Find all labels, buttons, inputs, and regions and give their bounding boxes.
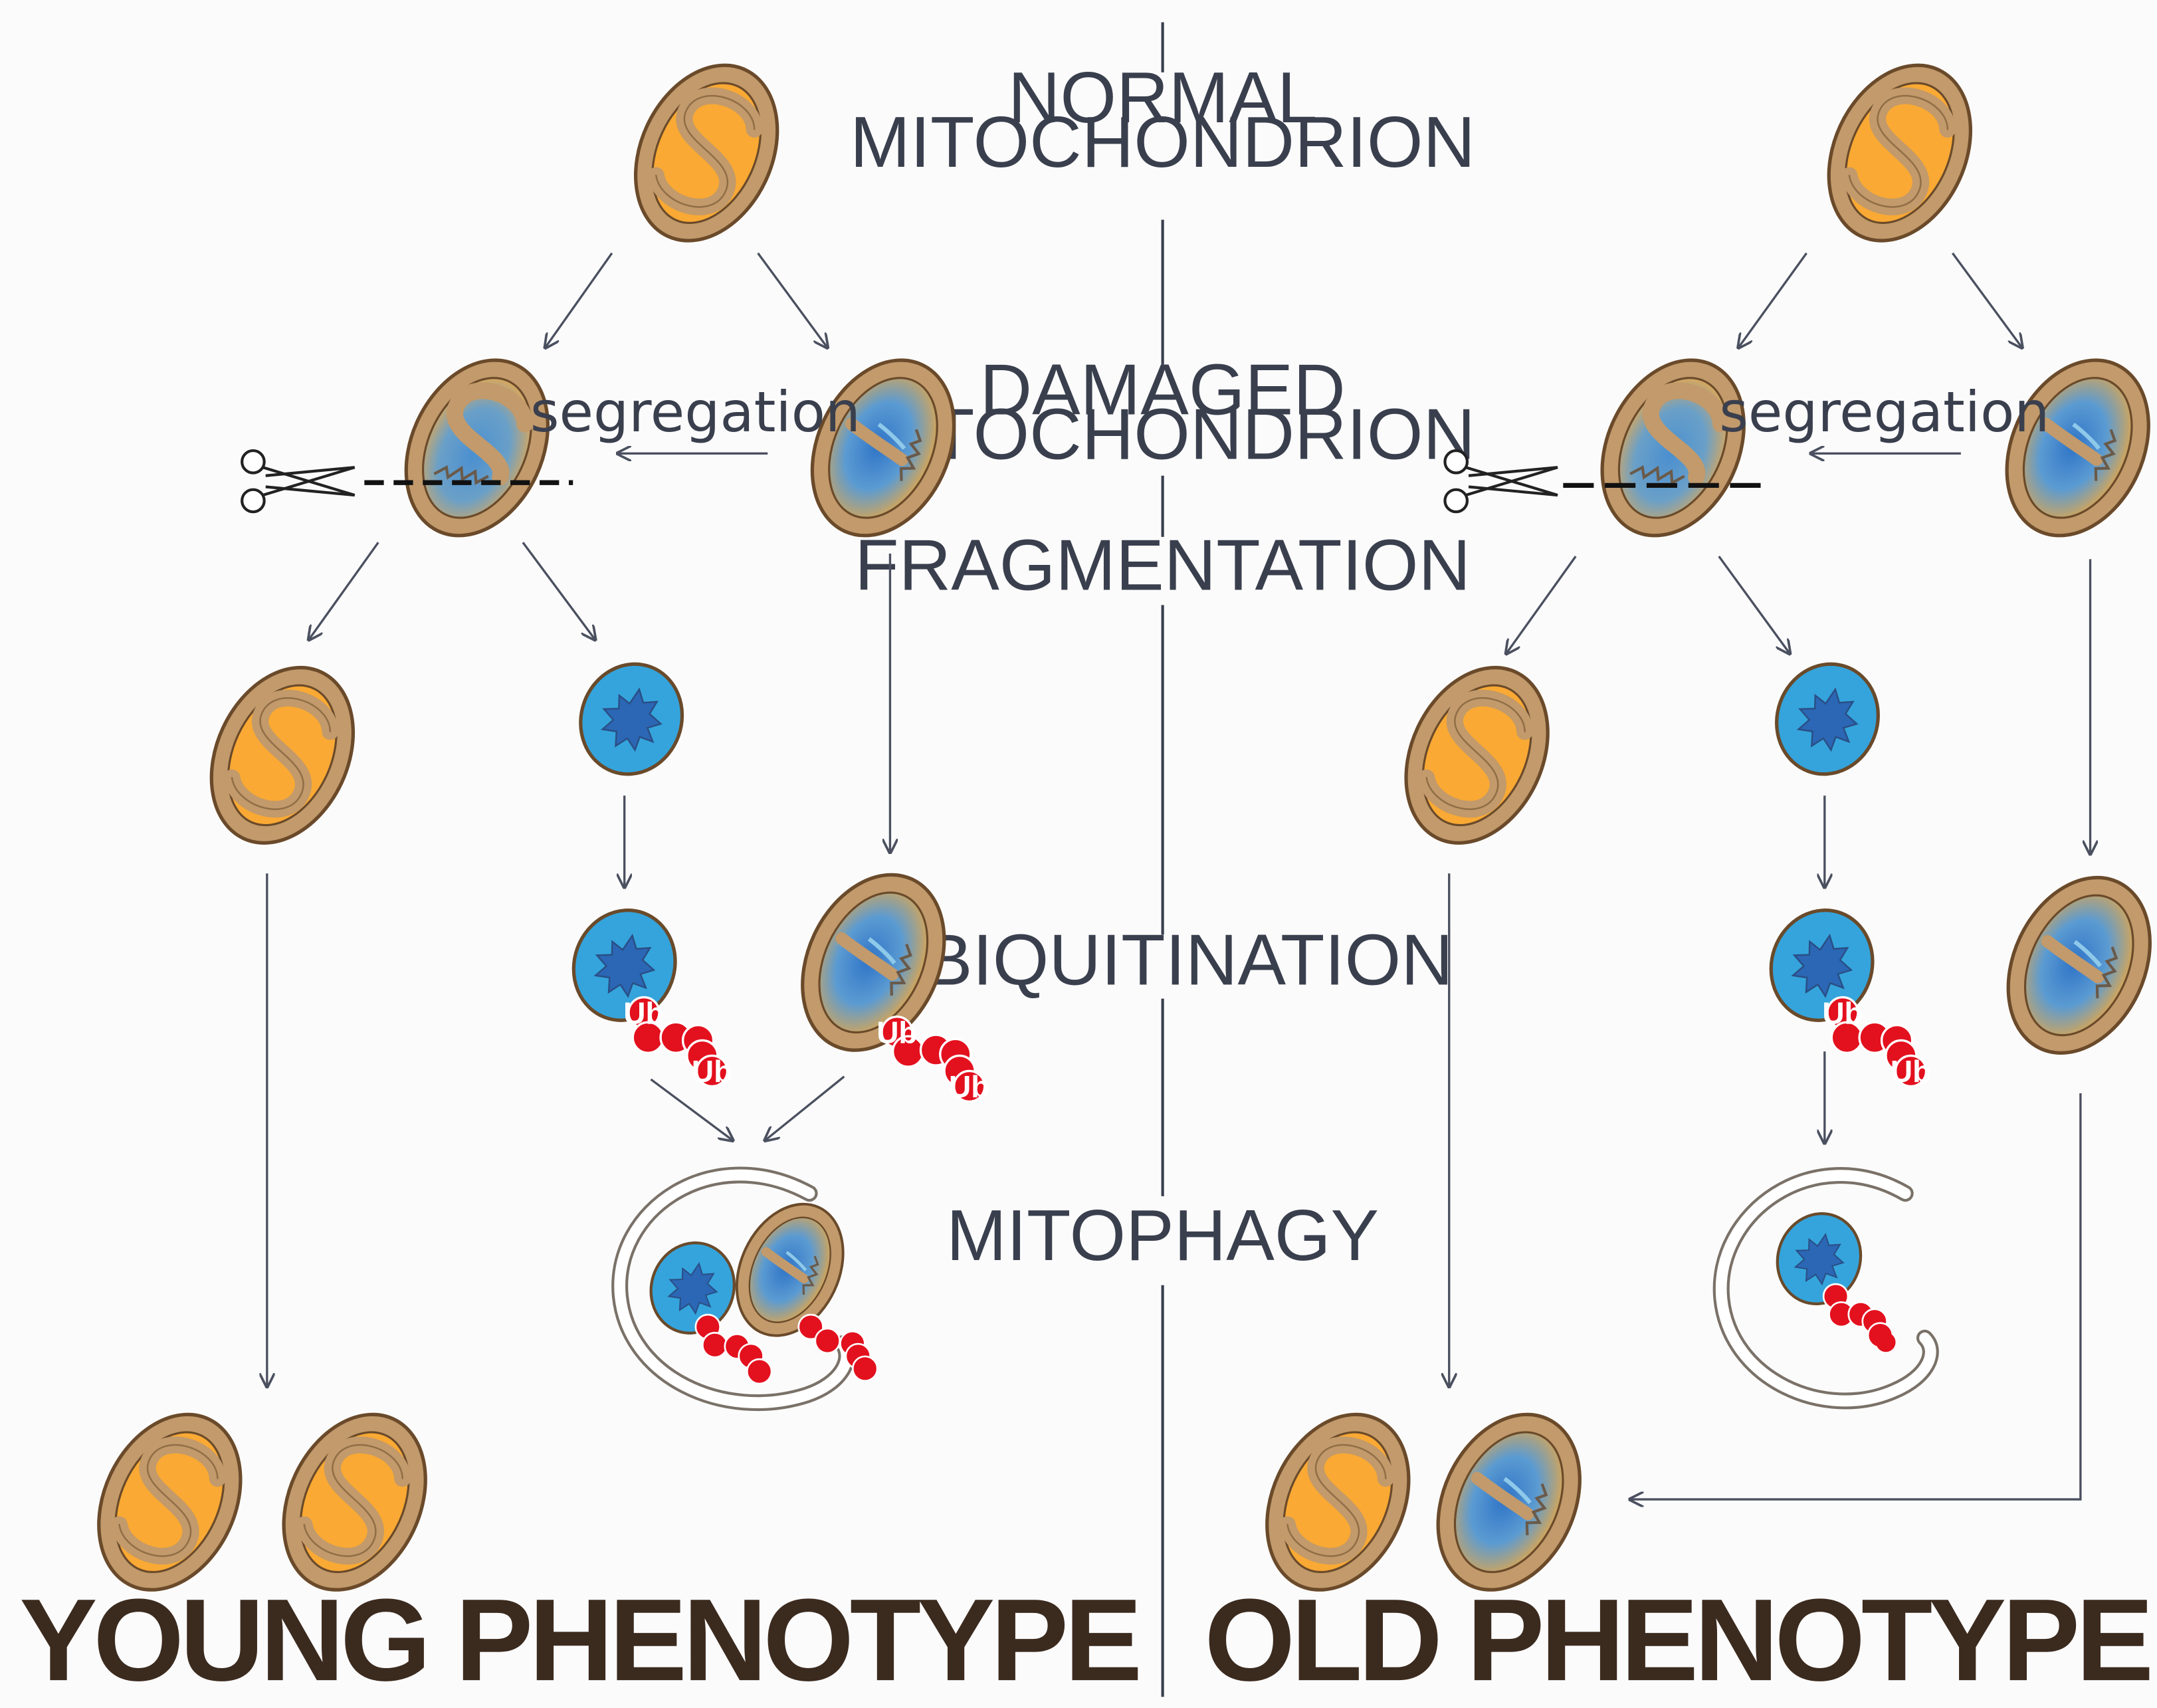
arrow (522, 542, 595, 639)
arrow (650, 1078, 732, 1140)
scissors-icon (241, 449, 356, 514)
stage-normal-line1: NORMAL (1008, 57, 1318, 138)
arrow (1738, 252, 1807, 348)
old-damaged-fragment (1762, 650, 1894, 789)
old-autophagosome (1712, 1167, 1939, 1410)
old-phenotype-label: OLD PHENOTYPE (1204, 1575, 2150, 1705)
young-fragmenting-mitochondrion (379, 337, 575, 559)
old-panel: segregation Ub Ub (1204, 42, 2157, 1705)
ubiquitin-chain: Ub Ub (1822, 996, 1931, 1089)
svg-text:Ub: Ub (692, 1054, 732, 1089)
svg-text:Ub: Ub (949, 1069, 989, 1104)
young-normal-mitochondrion (609, 42, 805, 264)
return-arrow (1630, 1093, 2082, 1499)
young-healthy-fragment (184, 645, 380, 867)
arrow (1718, 556, 1790, 653)
old-unmarked-damaged-mitochondrion (1981, 855, 2157, 1077)
svg-text:Ub: Ub (876, 1015, 917, 1050)
old-normal-mitochondrion (1801, 42, 1998, 264)
young-damaged-fragment (565, 650, 698, 789)
ubiquitin-chain: Ub Ub (623, 996, 732, 1089)
old-damaged-mitochondrion (1980, 337, 2157, 559)
svg-text:Ub: Ub (1891, 1054, 1931, 1089)
svg-text:Ub: Ub (1822, 996, 1863, 1030)
young-panel: segregation Ub Ub (19, 42, 1142, 1705)
scissors-icon (1443, 449, 1558, 514)
young-phenotype-label: YOUNG PHENOTYPE (19, 1575, 1138, 1705)
stage-ubiquitination: UBIQUITINATION (872, 920, 1453, 1001)
young-segregation-label: segregation (530, 379, 861, 445)
arrow (545, 252, 613, 348)
stage-mitophagy: MITOPHAGY (946, 1195, 1379, 1276)
old-segregation-label: segregation (1719, 379, 2049, 445)
stage-fragmentation: FRAGMENTATION (855, 524, 1471, 605)
stage-damaged-line1: DAMAGED (980, 350, 1346, 431)
svg-text:Ub: Ub (623, 996, 664, 1030)
old-healthy-fragment (1379, 645, 1575, 867)
old-fragmenting-mitochondrion (1575, 337, 1771, 559)
stage-normal-line2: MITOCHONDRION (850, 102, 1475, 183)
arrow (1951, 252, 2022, 348)
arrow (765, 1075, 845, 1140)
arrow (1506, 556, 1577, 653)
arrow (309, 542, 379, 639)
arrow (757, 252, 828, 348)
young-autophagosome (611, 1166, 878, 1412)
ubiquitin-chain: Ub Ub (876, 1015, 989, 1105)
